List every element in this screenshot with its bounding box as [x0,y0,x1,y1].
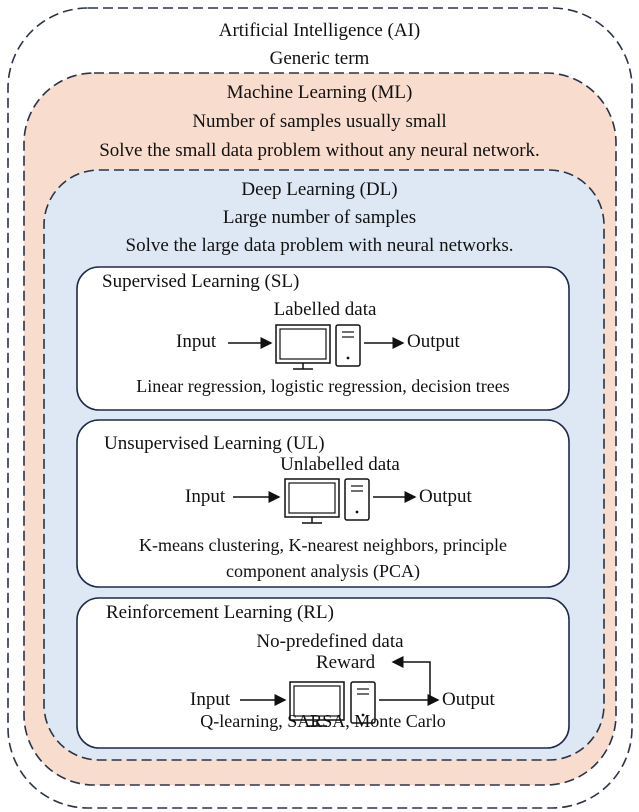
computer-monitor-icon [275,324,331,370]
rl-input-label: Input [190,689,231,710]
ul-examples-line2: component analysis (PCA) [226,561,420,581]
dl-line1: Large number of samples [222,207,417,228]
rl-output-label: Output [442,689,495,710]
sl-input-label: Input [176,331,217,352]
tower-case-icon [335,324,361,367]
ml-title: Machine Learning (ML) [226,82,413,103]
dl-line2: Solve the large data problem with neural… [125,235,514,256]
feedback-arrow-icon [391,656,431,700]
ml-line2: Solve the small data problem without any… [99,140,540,161]
ml-line1: Number of samples usually small [192,111,447,132]
sl-output-label: Output [407,331,460,352]
ul-data-label: Unlabelled data [280,454,400,475]
rl-reward-label: Reward [316,652,376,673]
ai-title: Artificial Intelligence (AI) [218,20,421,41]
ai-subtitle: Generic term [269,48,370,69]
sl-data-label: Labelled data [273,299,377,320]
ul-title: Unsupervised Learning (UL) [104,433,325,454]
rl-examples: Q-learning, SARSA, Monte Carlo [200,711,446,731]
computer-monitor-icon [284,478,340,524]
dl-title: Deep Learning (DL) [241,179,398,200]
ul-output-label: Output [419,486,472,507]
ul-examples-line1: K-means clustering, K-nearest neighbors,… [139,535,507,555]
rl-title: Reinforcement Learning (RL) [106,602,334,623]
ul-input-label: Input [185,486,226,507]
rl-box [76,597,570,749]
rl-data-label: No-predefined data [256,631,404,652]
sl-title: Supervised Learning (SL) [102,271,300,292]
sl-examples: Linear regression, logistic regression, … [136,376,510,396]
computer-monitor-icon [289,681,345,727]
tower-case-icon [350,681,376,724]
tower-case-icon [344,478,370,521]
